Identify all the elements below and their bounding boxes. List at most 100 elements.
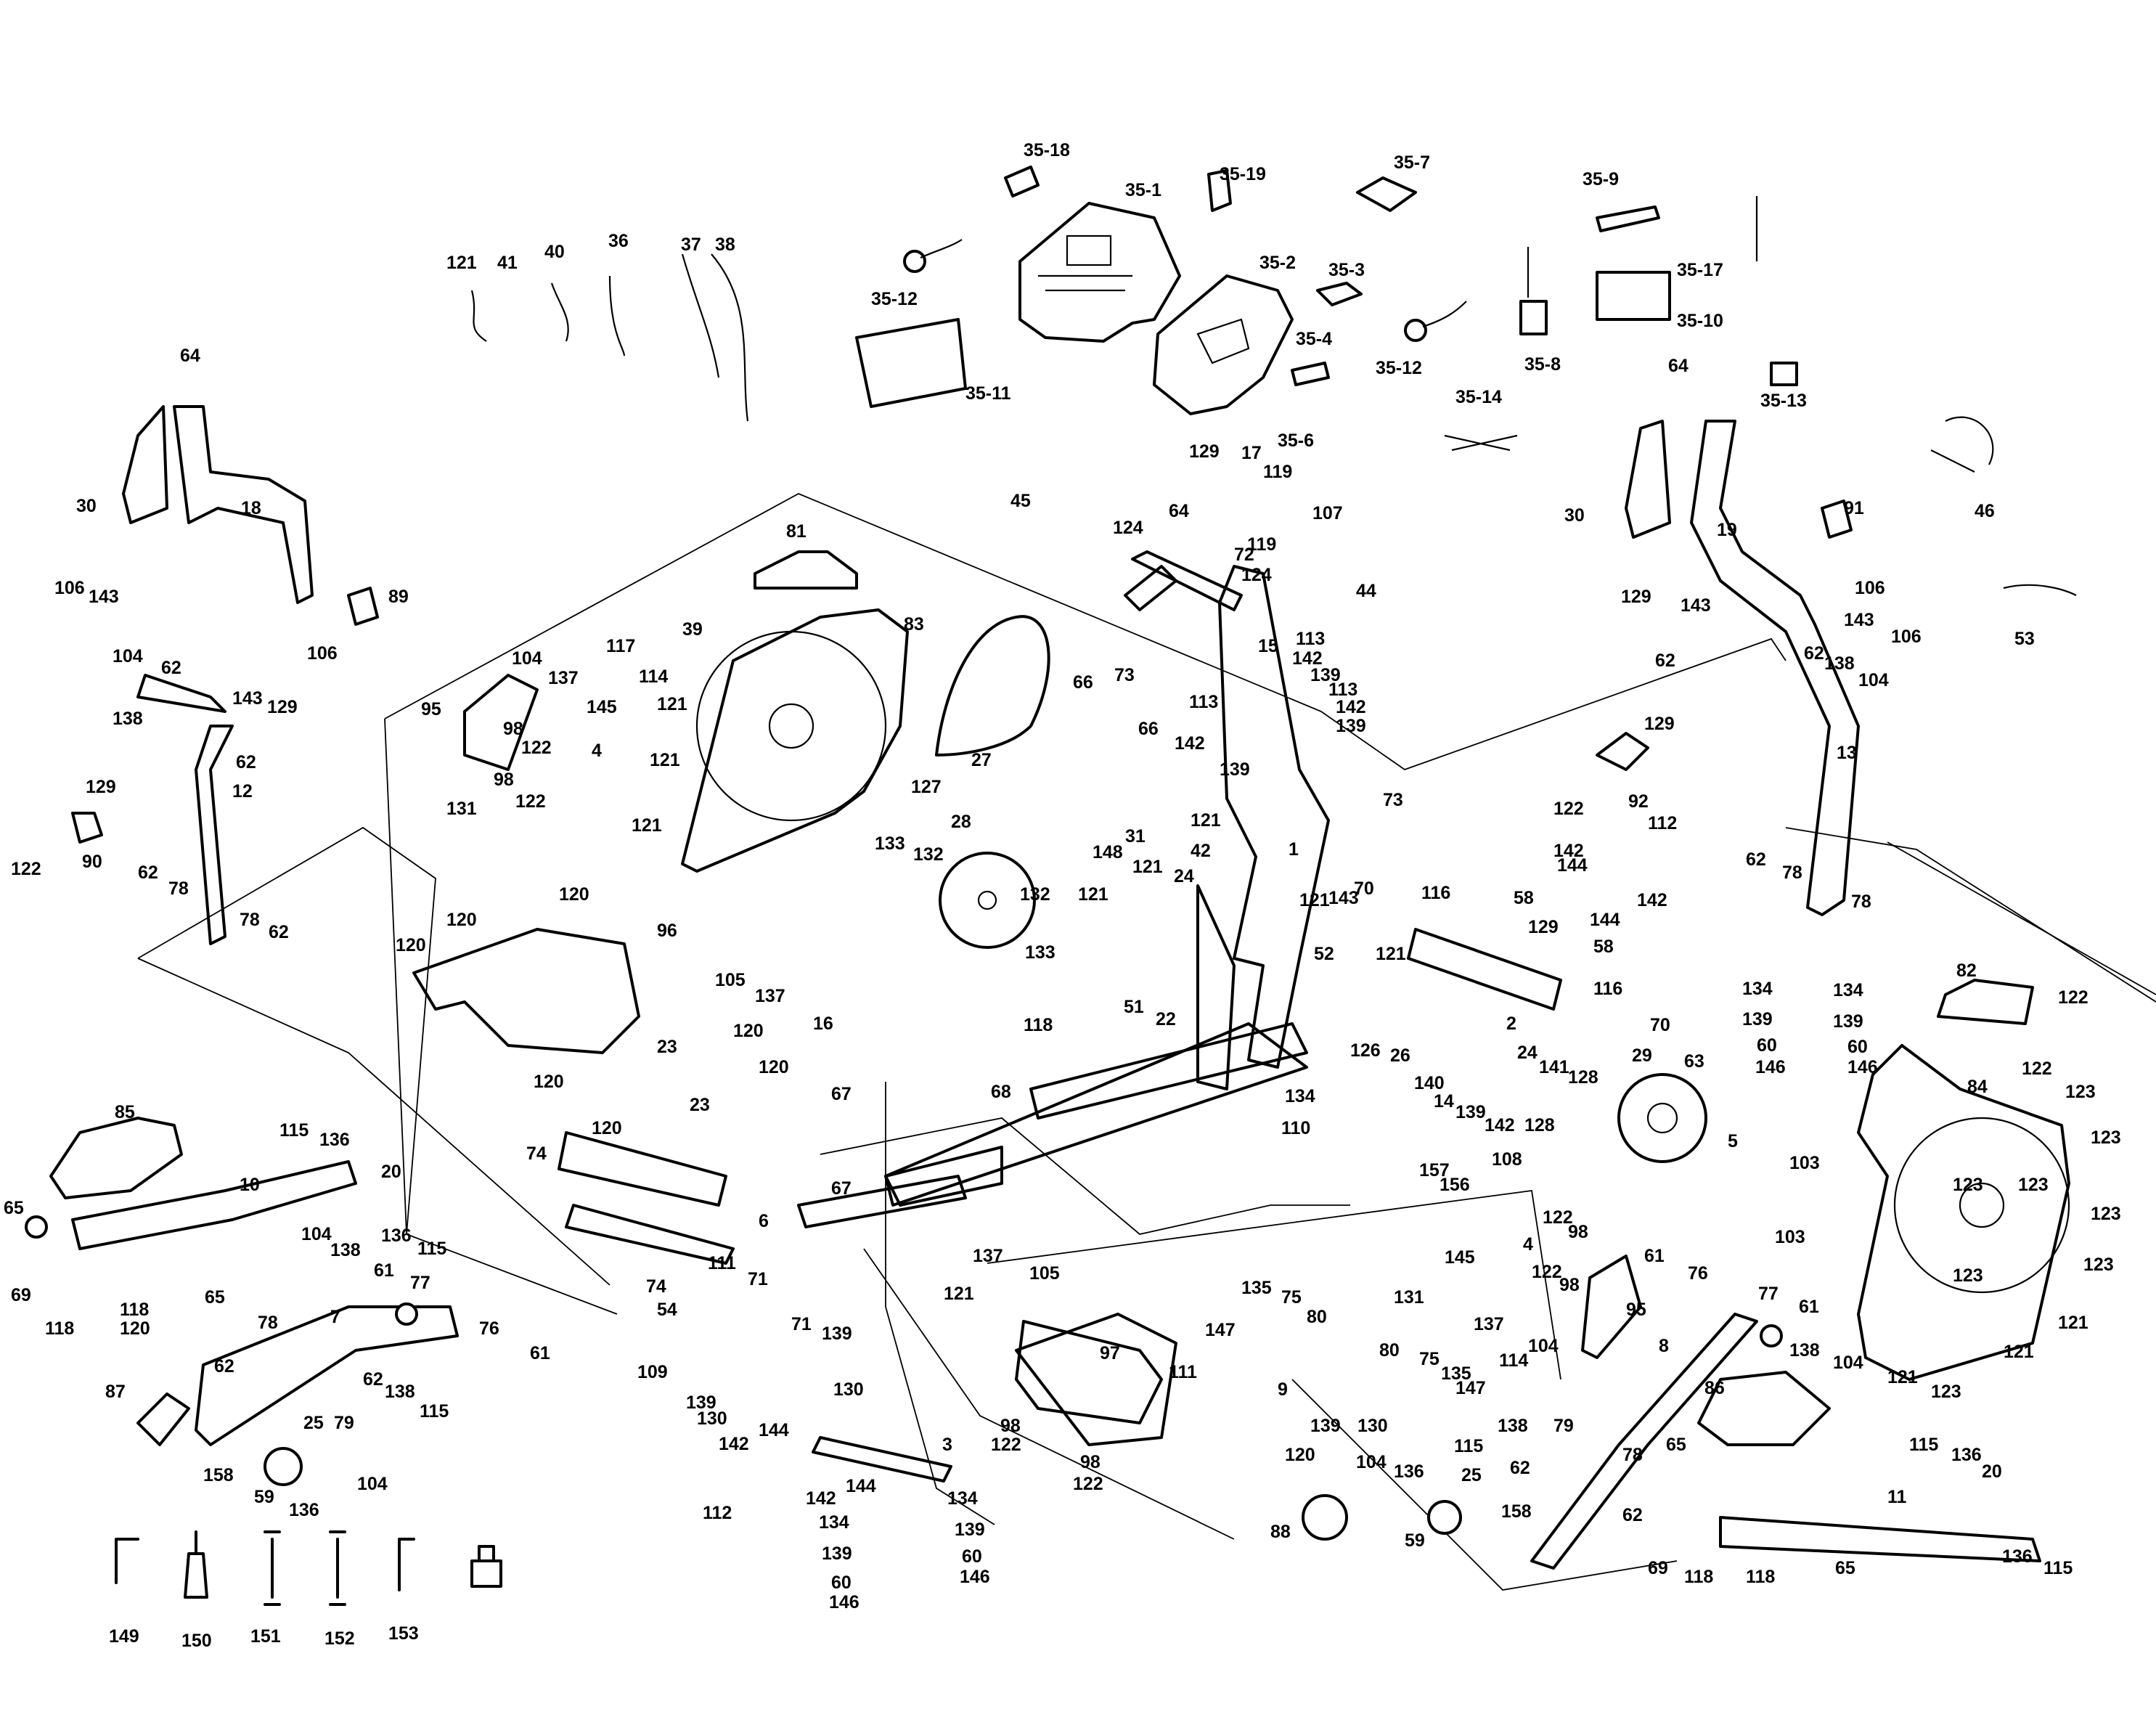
part-label: 121 [650,750,680,770]
part-label: 139 [1833,1011,1863,1032]
part-label: 143 [232,688,263,709]
part-label: 115 [2043,1558,2073,1578]
part-label: 121 [1132,857,1163,877]
part-label: 142 [1336,697,1366,717]
part-label: 78 [1851,892,1871,912]
part-label: 139 [822,1324,852,1344]
part-label: 142 [1175,733,1205,754]
part-label: 84 [1967,1077,1988,1097]
part-label: 45 [1010,491,1031,511]
part-label: 78 [168,878,189,899]
part-label: 35-9 [1583,169,1619,189]
part-label: 35-19 [1220,164,1266,184]
right-top-cover [1937,979,2034,1025]
part-label: 149 [109,1626,139,1647]
part-label: 137 [1474,1314,1504,1334]
part-label: 31 [1125,826,1146,847]
part-label: 4 [1523,1234,1533,1255]
part-label: 120 [446,910,477,930]
console-transformer [1519,300,1548,335]
part-label: 8 [1659,1336,1669,1356]
part-label: 13 [1837,743,1857,763]
part-label: 9 [1278,1379,1288,1400]
part-label: 113 [1296,629,1325,649]
part-label: 80 [1379,1340,1400,1361]
part-label: 10 [240,1175,260,1195]
part-label: 145 [587,697,617,717]
part-label: 18 [241,498,261,518]
part-label: 147 [1205,1320,1236,1340]
console-display [1596,271,1671,321]
part-label: 105 [715,970,746,990]
part-label: 69 [1648,1558,1668,1578]
part-label: 151 [250,1626,281,1647]
part-label: 123 [1953,1265,1983,1286]
part-label: 129 [1189,441,1220,462]
left-rear-stabilizer-cover [412,928,640,1054]
wrench-151 [264,1530,281,1606]
part-label: 138 [330,1240,361,1260]
part-label: 90 [82,852,102,872]
part-label: 135 [1241,1278,1272,1298]
part-label: 7 [330,1307,340,1327]
part-label: 62 [1510,1458,1530,1478]
part-label: 111 [708,1253,736,1273]
part-label: 143 [89,587,119,607]
part-label: 119 [1263,462,1292,482]
pulley [939,852,1036,949]
part-label: 79 [1553,1416,1574,1436]
part-label: 110 [1281,1118,1310,1138]
part-label: 74 [646,1276,666,1297]
part-label: 3 [942,1435,952,1455]
part-label: 119 [1247,534,1276,555]
part-label: 139 [686,1392,716,1413]
part-label: 91 [1844,498,1864,518]
part-label: 150 [181,1631,212,1651]
part-label: 98 [1568,1222,1588,1242]
part-label: 35-18 [1024,140,1070,160]
part-label: 28 [951,812,971,832]
part-label: 4 [592,741,602,761]
part-label: 120 [592,1118,622,1138]
part-label: 25 [1461,1465,1482,1485]
part-label: 144 [1557,855,1588,876]
part-label: 92 [1628,791,1649,812]
part-label: 109 [637,1362,668,1382]
part-label: 139 [1455,1102,1486,1122]
part-label: 152 [324,1628,355,1649]
part-label: 124 [1113,518,1143,538]
part-label: 87 [105,1382,126,1402]
part-label: 117 [606,636,635,656]
part-label: 133 [875,833,905,854]
console-cover [1004,166,1040,197]
part-label: 156 [1440,1175,1470,1195]
part-label: 36 [608,231,629,251]
console-group [855,166,1798,452]
part-label: 104 [1833,1353,1863,1373]
right-rear-stabilizer-cover [1015,1313,1177,1446]
part-label: 121 [1191,810,1221,831]
shroud-group [412,550,2070,1446]
part-label: 142 [1637,890,1667,910]
part-label: 120 [733,1021,764,1041]
part-label: 103 [1775,1227,1805,1247]
part-label: 35-3 [1328,260,1365,280]
part-label: 111 [1169,1362,1197,1382]
part-label: 63 [1684,1051,1704,1072]
part-label: 126 [1350,1040,1381,1061]
part-label: 120 [120,1318,150,1339]
part-label: 104 [512,648,542,669]
part-label: 140 [1414,1073,1445,1093]
part-label: 121 [1078,884,1108,905]
part-label: 133 [1025,942,1055,963]
part-label: 62 [236,752,256,772]
part-label: 118 [1024,1015,1053,1035]
part-label: 37 [681,235,701,255]
part-label: 104 [1858,670,1889,690]
part-label: 123 [2065,1082,2096,1102]
left-handlebar-group [71,253,2077,945]
part-label: 127 [911,777,942,797]
part-label: 75 [1419,1349,1440,1369]
part-label: 134 [947,1488,978,1509]
part-label: 131 [446,799,477,819]
